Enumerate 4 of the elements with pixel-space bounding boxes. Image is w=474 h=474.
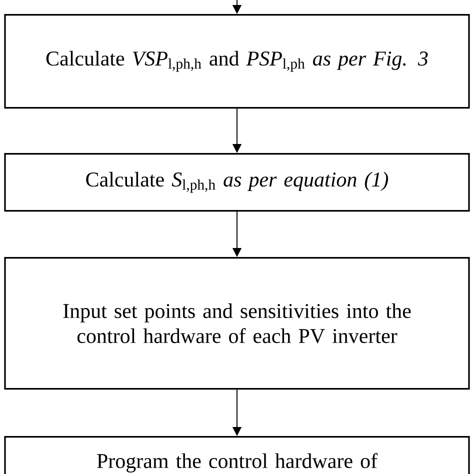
process-box: Calculate VSP$_{l,ph,h}$ and PSP$_{l,ph}$ as per Fig. 3 [4,14,470,109]
process-box: Input set points and sensitivities into the control hardware of each PV inverter [4,257,470,390]
process-box: Program the control hardware of [4,436,470,474]
process-box: Calculate S$_{l,ph,h}$ as per equation (1) [4,153,470,212]
